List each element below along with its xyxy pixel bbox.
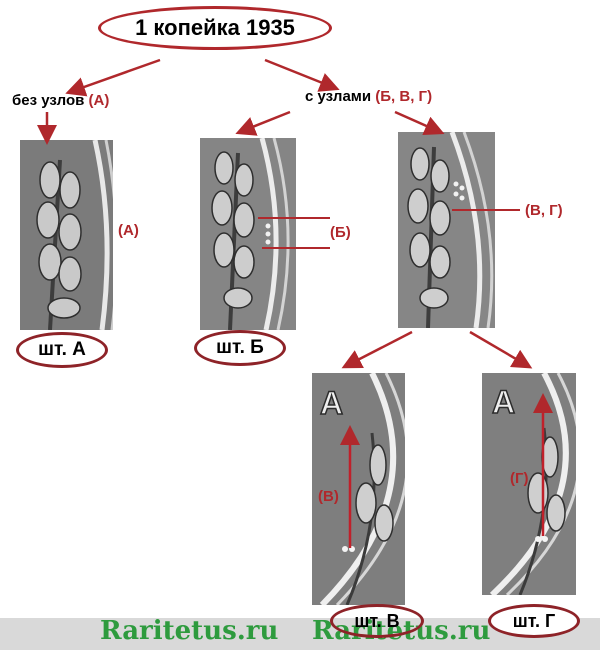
photo-vg-label: (В, Г) — [525, 202, 563, 219]
coin-photo-b — [200, 138, 296, 330]
coin-photo-v — [312, 373, 405, 605]
coin-photo-vg — [398, 132, 495, 328]
title-oval: 1 копейка 1935 — [98, 6, 332, 50]
arrow-right-to-vg — [394, 110, 445, 136]
letter-a-v-image — [312, 373, 405, 605]
right-branch-text: с узлами — [305, 88, 372, 105]
right-branch-code: (Б, В, Г) — [375, 88, 433, 105]
photo-a-label: (А) — [118, 222, 139, 239]
photo-v-label: (В) — [318, 488, 339, 505]
arrow-title-to-right — [264, 58, 340, 92]
watermark-left: Raritetus.ru — [100, 616, 279, 646]
photo-b-label: (Б) — [330, 224, 351, 241]
arrow-vg-to-g — [469, 330, 533, 369]
die-label-a-text: шт. А — [38, 339, 86, 360]
die-label-b-text: шт. Б — [216, 337, 264, 358]
photo-g-label: (Г) — [510, 470, 529, 487]
left-branch-code: (А) — [88, 92, 110, 109]
left-branch-text: без узлов — [12, 92, 85, 109]
wheat-ear-vg-image — [398, 132, 495, 328]
title-text: 1 копейка 1935 — [135, 15, 295, 40]
die-label-g: шт. Г — [488, 604, 580, 638]
die-label-v-text: шт. В — [354, 610, 400, 631]
die-label-b: шт. Б — [194, 330, 286, 366]
arrow-title-to-left — [65, 58, 161, 97]
right-branch-label: с узлами (Б, В, Г) — [305, 88, 432, 105]
coin-photo-a — [20, 140, 113, 330]
die-label-v: шт. В — [330, 604, 424, 638]
wheat-ear-b-image — [200, 138, 296, 330]
left-branch-label: без узлов (А) — [12, 92, 109, 109]
coin-letter-v-text: А — [319, 384, 344, 422]
coin-letter-g-text: А — [491, 383, 516, 421]
wheat-ear-a-image — [20, 140, 113, 330]
arrow-vg-to-v — [341, 330, 413, 369]
coin-letter-v: А — [319, 384, 354, 425]
coin-letter-g: А — [491, 383, 526, 424]
die-label-a: шт. А — [16, 332, 108, 368]
die-label-g-text: шт. Г — [512, 610, 556, 631]
arrow-right-to-b — [235, 110, 291, 136]
